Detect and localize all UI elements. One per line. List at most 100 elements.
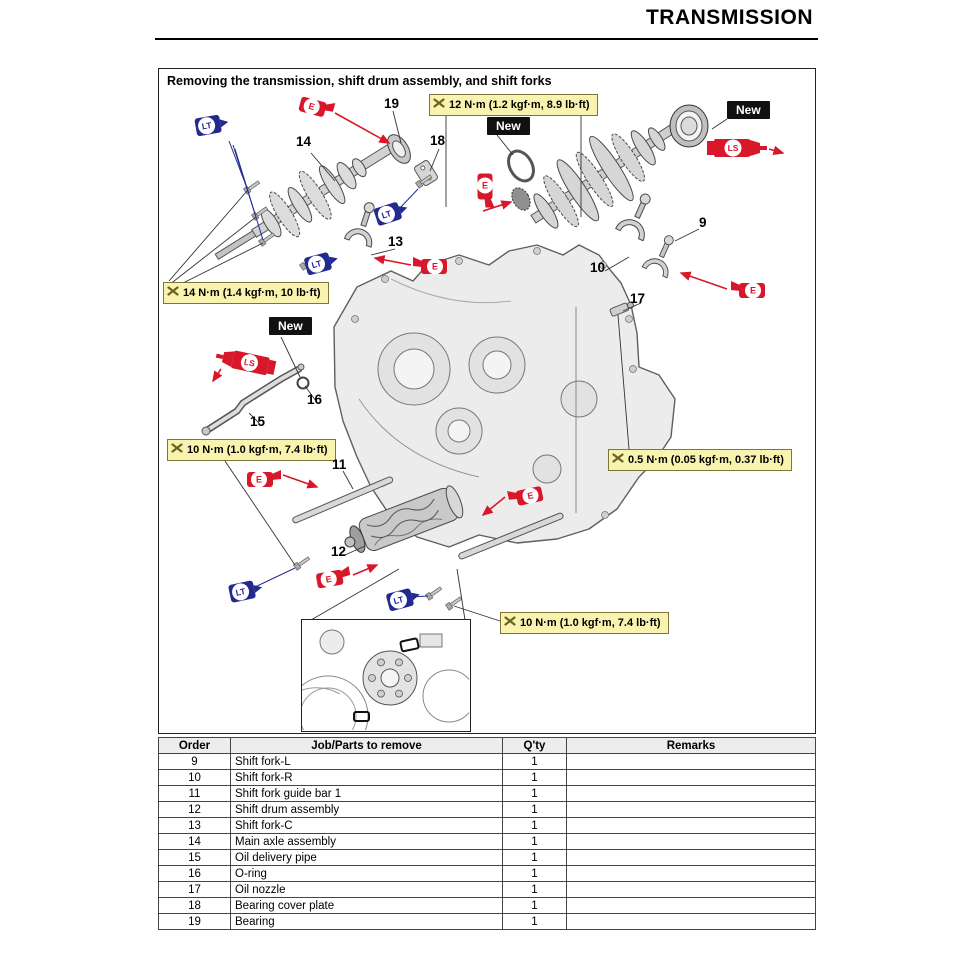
cell-job: Shift fork-L bbox=[230, 753, 503, 770]
wrench-icon bbox=[504, 615, 516, 631]
cell-qty: 1 bbox=[502, 817, 567, 834]
col-header-order: Order bbox=[158, 737, 231, 754]
cell-order: 18 bbox=[158, 897, 231, 914]
torque-callout-10nm-bottom: 10 N·m (1.0 kgf·m, 7.4 lb·ft) bbox=[500, 612, 669, 634]
svg-text:LT: LT bbox=[201, 120, 213, 132]
part-number-label-16: 16 bbox=[307, 392, 323, 407]
bearing-19-art bbox=[387, 134, 411, 164]
washer-art bbox=[507, 149, 535, 183]
exploded-view-art bbox=[168, 104, 785, 622]
svg-text:E: E bbox=[527, 490, 535, 501]
header-rule bbox=[155, 38, 818, 40]
drive-axle-assembly-art bbox=[530, 116, 688, 229]
small-gear-art bbox=[511, 187, 531, 211]
engine-oil-e-icon: E bbox=[506, 481, 547, 517]
loctite-lt-icon: LT bbox=[369, 194, 413, 237]
exploded-diagram-panel: Removing the transmission, shift drum as… bbox=[158, 68, 816, 757]
cell-qty: 1 bbox=[502, 913, 567, 930]
cell-remarks bbox=[566, 865, 816, 882]
cell-job: Shift fork-C bbox=[230, 817, 503, 834]
loctite-lt-icon: LT bbox=[224, 574, 266, 614]
cell-job: Shift fork guide bar 1 bbox=[230, 785, 503, 802]
cell-remarks bbox=[566, 897, 816, 914]
oil-delivery-pipe-art bbox=[201, 363, 305, 436]
new-badge: New bbox=[269, 317, 312, 335]
cell-job: O-ring bbox=[230, 865, 503, 882]
o-ring-art bbox=[296, 376, 310, 390]
col-header-remarks: Remarks bbox=[566, 737, 816, 754]
cell-order: 11 bbox=[158, 785, 231, 802]
cell-order: 9 bbox=[158, 753, 231, 770]
wrench-icon bbox=[167, 285, 179, 301]
sealant-ls-icon: LS bbox=[705, 137, 767, 164]
cell-job: Oil delivery pipe bbox=[230, 849, 503, 866]
inset-detail-art bbox=[287, 629, 476, 757]
engine-oil-e-icon: E bbox=[245, 467, 281, 496]
page-title: TRANSMISSION bbox=[645, 6, 813, 29]
bearing-cover-plate-art bbox=[414, 160, 438, 186]
shift-fork-guide-bar-art bbox=[292, 476, 394, 524]
cell-qty: 1 bbox=[502, 849, 567, 866]
torque-callout-10nm-left: 10 N·m (1.0 kgf·m, 7.4 lb·ft) bbox=[167, 439, 336, 461]
cell-order: 17 bbox=[158, 881, 231, 898]
svg-text:E: E bbox=[256, 475, 262, 485]
wrench-icon bbox=[433, 97, 445, 113]
svg-text:LT: LT bbox=[392, 594, 405, 606]
part-number-label-19: 19 bbox=[384, 96, 400, 111]
svg-text:LT: LT bbox=[380, 208, 393, 221]
cell-qty: 1 bbox=[502, 833, 567, 850]
cell-job: Bearing cover plate bbox=[230, 897, 503, 914]
svg-text:E: E bbox=[432, 262, 438, 272]
parts-table: Order Job/Parts to remove Q'ty Remarks 9… bbox=[158, 737, 816, 930]
inset-detail-box bbox=[287, 619, 476, 757]
cell-remarks bbox=[566, 849, 816, 866]
cell-remarks bbox=[566, 769, 816, 786]
table-header-row: Order Job/Parts to remove Q'ty Remarks bbox=[158, 737, 816, 754]
col-header-job: Job/Parts to remove bbox=[230, 737, 503, 754]
cell-qty: 1 bbox=[502, 753, 567, 770]
col-header-qty: Q'ty bbox=[502, 737, 567, 754]
svg-text:E: E bbox=[325, 574, 333, 585]
crankcase-art bbox=[333, 244, 676, 548]
cell-remarks bbox=[566, 913, 816, 930]
cell-qty: 1 bbox=[502, 785, 567, 802]
loctite-lines bbox=[228, 140, 429, 598]
cell-remarks bbox=[566, 881, 816, 898]
bearing-new-art bbox=[669, 104, 709, 148]
loctite-lt-icon: LT bbox=[190, 108, 231, 147]
cell-order: 19 bbox=[158, 913, 231, 930]
cell-order: 15 bbox=[158, 849, 231, 866]
loctite-lt-icon: LT bbox=[299, 245, 342, 286]
new-badge: New bbox=[487, 117, 530, 135]
cell-order: 12 bbox=[158, 801, 231, 818]
shift-drum-art bbox=[344, 485, 464, 553]
shift-fork-l-art bbox=[615, 193, 651, 242]
cell-qty: 1 bbox=[502, 897, 567, 914]
torque-value: 14 N·m (1.4 kgf·m, 10 lb·ft) bbox=[183, 286, 321, 299]
svg-text:LT: LT bbox=[235, 586, 247, 598]
shift-fork-r-art bbox=[641, 235, 674, 279]
part-number-label-18: 18 bbox=[430, 133, 446, 148]
cell-order: 10 bbox=[158, 769, 231, 786]
torque-callout-14nm: 14 N·m (1.4 kgf·m, 10 lb·ft) bbox=[163, 282, 329, 304]
svg-text:E: E bbox=[750, 286, 756, 296]
cell-qty: 1 bbox=[502, 801, 567, 818]
main-axle-assembly-art bbox=[214, 144, 393, 260]
cell-job: Oil nozzle bbox=[230, 881, 503, 898]
leader-lines bbox=[168, 110, 728, 622]
guide-bar-2-art bbox=[458, 512, 564, 560]
oil-application-arrows bbox=[212, 112, 785, 576]
svg-text:LS: LS bbox=[728, 143, 739, 153]
engine-oil-e-icon: E bbox=[469, 172, 498, 208]
part-number-label-11: 11 bbox=[332, 457, 347, 472]
